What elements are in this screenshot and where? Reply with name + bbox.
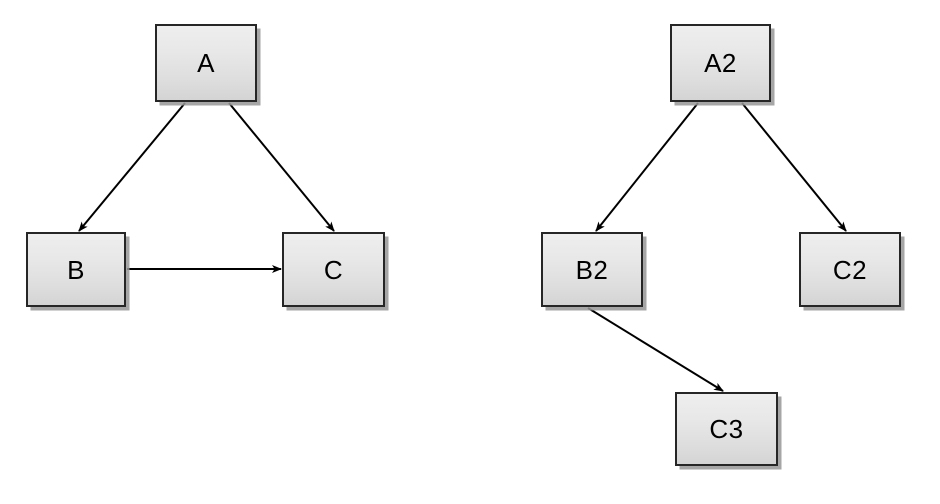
node-c3[interactable]: C3 (675, 392, 778, 466)
node-c2[interactable]: C2 (799, 232, 901, 307)
edge-a2-c2[interactable] (741, 102, 847, 232)
node-label: B2 (575, 254, 609, 285)
edge-b2-c3[interactable] (587, 307, 724, 392)
node-label: C2 (832, 254, 868, 285)
node-a[interactable]: A (155, 24, 257, 102)
node-label: C (323, 254, 344, 285)
edge-a-b[interactable] (78, 102, 186, 232)
node-label: A2 (704, 48, 737, 78)
edge-a-c[interactable] (228, 102, 335, 232)
node-label: C3 (709, 414, 744, 444)
node-c[interactable]: C (282, 232, 385, 307)
node-a2[interactable]: A2 (670, 24, 771, 102)
node-label: B (67, 254, 85, 285)
node-b[interactable]: B (26, 232, 126, 307)
edge-a2-b2[interactable] (595, 102, 699, 232)
node-b2[interactable]: B2 (541, 232, 643, 307)
node-label: A (197, 48, 215, 78)
